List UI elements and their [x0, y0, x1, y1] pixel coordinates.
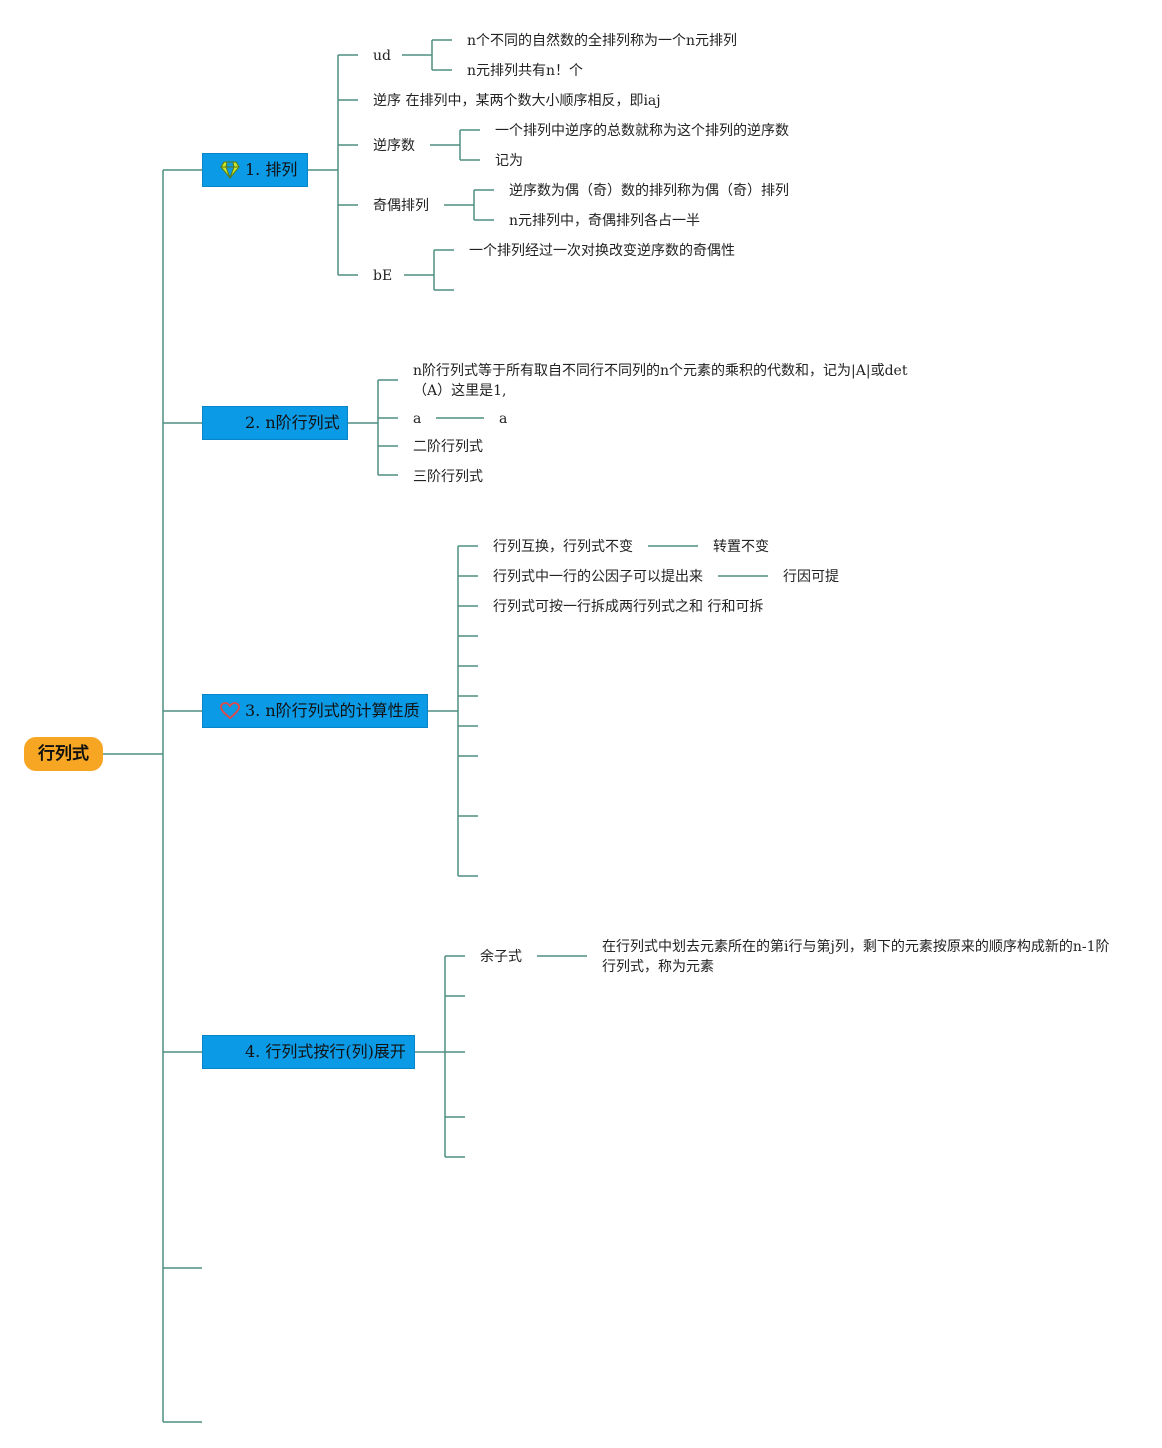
branch-expansion-label: 4. 行列式按行(列)展开 [245, 1042, 406, 1061]
node-be[interactable]: bE [373, 268, 393, 284]
diamond-icon [220, 161, 240, 179]
node-inversion-number-child-1[interactable]: 一个排列中逆序的总数就称为这个排列的逆序数 [495, 123, 789, 139]
branch-nth-order-determinant-label: 2. n阶行列式 [245, 413, 340, 432]
node-a-right[interactable]: a [499, 411, 508, 427]
node-ud-child-2[interactable]: n元排列共有n！个 [467, 63, 584, 79]
node-minor[interactable]: 余子式 [480, 949, 522, 965]
branch-expansion[interactable]: 4. 行列式按行(列)展开 [202, 1035, 415, 1069]
node-minor-definition[interactable]: 在行列式中划去元素所在的第i行与第j列，剩下的元素按原来的顺序构成新的n-1阶行… [602, 939, 1110, 975]
node-parity-child-2[interactable]: n元排列中，奇偶排列各占一半 [509, 213, 701, 229]
node-determinant-definition[interactable]: n阶行列式等于所有取自不同行不同列的n个元素的乘积的代数和，记为|A|或det（… [413, 363, 908, 399]
branch-nth-order-determinant[interactable]: 2. n阶行列式 [202, 406, 348, 440]
node-ud[interactable]: ud [373, 48, 391, 64]
node-prop-2-note[interactable]: 行因可提 [783, 569, 839, 585]
node-prop-3[interactable]: 行列式可按一行拆成两行列式之和 行和可拆 [493, 599, 764, 615]
node-prop-1[interactable]: 行列互换，行列式不变 [493, 539, 633, 555]
branch-computation-properties[interactable]: 3. n阶行列式的计算性质 [202, 694, 428, 728]
node-parity[interactable]: 奇偶排列 [373, 198, 429, 214]
branch-permutation-label: 1. 排列 [245, 160, 298, 179]
branch-permutation[interactable]: 1. 排列 [202, 153, 308, 187]
branch-computation-properties-label: 3. n阶行列式的计算性质 [245, 701, 420, 720]
node-prop-2[interactable]: 行列式中一行的公因子可以提出来 [493, 569, 703, 585]
node-second-order[interactable]: 二阶行列式 [413, 439, 483, 455]
node-be-child-1[interactable]: 一个排列经过一次对换改变逆序数的奇偶性 [469, 243, 735, 259]
node-third-order[interactable]: 三阶行列式 [413, 469, 483, 485]
node-inversion-number-child-2[interactable]: 记为 [495, 153, 523, 169]
node-ud-child-1[interactable]: n个不同的自然数的全排列称为一个n元排列 [467, 33, 738, 49]
heart-icon [220, 702, 240, 720]
node-a-left[interactable]: a [413, 411, 422, 427]
node-inversion-number[interactable]: 逆序数 [373, 138, 415, 154]
node-prop-1-note[interactable]: 转置不变 [713, 539, 769, 555]
root-node[interactable]: 行列式 [24, 737, 103, 771]
node-inversion[interactable]: 逆序 在排列中，某两个数大小顺序相反，即iaj [373, 93, 661, 109]
node-parity-child-1[interactable]: 逆序数为偶（奇）数的排列称为偶（奇）排列 [509, 183, 789, 199]
wire-group [103, 39, 768, 1423]
